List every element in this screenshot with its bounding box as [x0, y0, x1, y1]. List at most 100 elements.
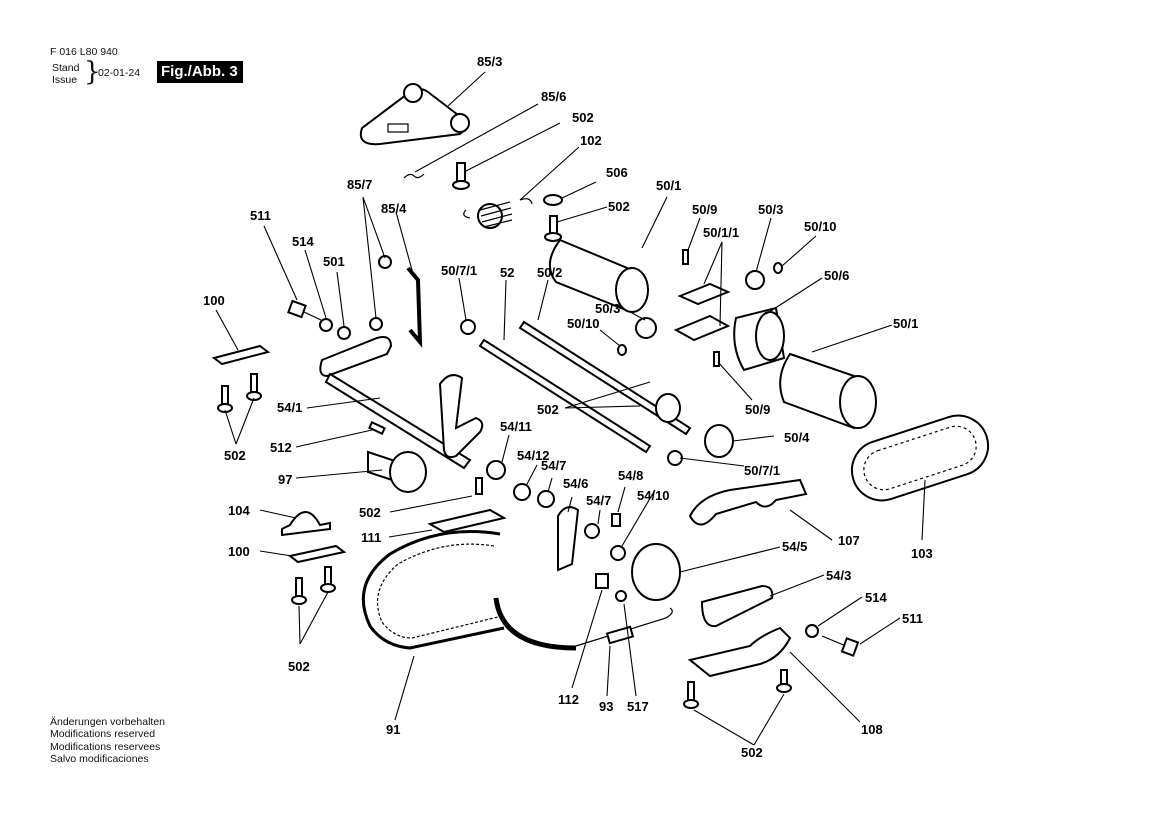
part-bevel-gear: [635, 317, 657, 339]
part-knob: [367, 450, 427, 493]
part-screw-pair: [683, 669, 792, 709]
callout-50-9: 50/9: [692, 202, 717, 217]
part-washer: [584, 523, 600, 539]
part-toothed-belt: [850, 414, 990, 502]
stand-label: Stand: [52, 62, 80, 74]
document-code: F 016 L80 940: [50, 46, 118, 58]
callout-85-7: 85/7: [347, 177, 372, 192]
callout-502: 502: [224, 448, 246, 463]
callout-91: 91: [386, 722, 400, 737]
part-shaft-assembly: [319, 336, 484, 470]
part-rod: [518, 320, 692, 436]
part-pin: [611, 513, 621, 527]
note-es: Salvo modificaciones: [50, 752, 149, 765]
callout-514: 514: [865, 590, 887, 605]
part-screw: [475, 477, 483, 495]
stand-issue-label: Stand Issue: [52, 62, 79, 86]
callout-93: 93: [599, 699, 613, 714]
part-washer: [610, 545, 626, 561]
part-screw: [713, 351, 720, 367]
part-flange-hub: [655, 393, 681, 423]
callout-50-1-1: 50/1/1: [703, 225, 739, 240]
part-bushing: [486, 460, 506, 480]
callout-50-1: 50/1: [656, 178, 681, 193]
callout-54-8: 54/8: [618, 468, 643, 483]
leader-lines: [215, 71, 926, 746]
part-clamp-plate: [287, 544, 347, 564]
callout-502: 502: [288, 659, 310, 674]
part-sleeve-small: [595, 573, 609, 589]
callout-54-3: 54/3: [826, 568, 851, 583]
part-washer: [537, 490, 555, 508]
note-en: Modifications reserved: [50, 728, 156, 741]
callout-85-6: 85/6: [541, 89, 566, 104]
callout-54-6: 54/6: [563, 476, 588, 491]
part-washer: [337, 326, 351, 340]
figure-badge: Fig./Abb. 3: [157, 61, 243, 83]
callout-54-11: 54/11: [500, 419, 532, 434]
part-bowden-cable: [493, 597, 673, 651]
part-pulley: [631, 543, 681, 601]
callout-50-4: 50/4: [784, 430, 810, 445]
callout-511: 511: [902, 611, 923, 626]
callout-502: 502: [537, 402, 559, 417]
part-star-washer: [378, 255, 392, 269]
callout-502: 502: [359, 505, 381, 520]
callout-100: 100: [228, 544, 250, 559]
part-clip: [403, 173, 425, 179]
callout-103: 103: [911, 546, 933, 561]
part-roller: [779, 352, 877, 430]
callout-111: 111: [361, 530, 381, 545]
callout-112: 112: [558, 692, 579, 707]
note-fr: Modifications reservees: [50, 740, 161, 753]
callout-50-9: 50/9: [745, 402, 770, 417]
part-spring: [463, 198, 533, 229]
callout-502: 502: [741, 745, 763, 760]
part-spring-plate: [427, 508, 507, 534]
callout-50-7-1: 50/7/1: [744, 463, 780, 478]
part-washer: [513, 483, 531, 501]
part-cable-clamp: [281, 511, 331, 537]
part-washer: [615, 590, 627, 602]
part-washer: [805, 624, 819, 638]
callout-517: 517: [627, 699, 649, 714]
callout-104: 104: [228, 503, 250, 518]
callout-50-3: 50/3: [595, 301, 620, 316]
callout-102: 102: [580, 133, 602, 148]
part-washer: [319, 318, 333, 332]
issue-label: Issue: [52, 74, 78, 86]
callout-50-6: 50/6: [824, 268, 849, 283]
callout-97: 97: [278, 472, 292, 487]
part-screw: [682, 249, 689, 265]
callout-85-4: 85/4: [381, 201, 407, 216]
part-star-washer: [369, 317, 383, 331]
part-drive-belt: [361, 530, 505, 650]
callout-50-1: 50/1: [893, 316, 918, 331]
part-pin: [368, 420, 386, 436]
part-retaining-clip: [773, 262, 783, 274]
callout-50-10: 50/10: [567, 316, 600, 331]
issue-date: 02-01-24: [98, 67, 141, 79]
callout-54-7: 54/7: [586, 493, 611, 508]
callout-512: 512: [270, 440, 292, 455]
callout-50-2: 50/2: [537, 265, 562, 280]
callout-501: 501: [323, 254, 345, 269]
part-bush: [667, 450, 683, 466]
part-lever-plate: [359, 83, 470, 146]
part-screw: [544, 215, 562, 242]
callout-107: 107: [838, 533, 860, 548]
part-guard: [688, 478, 808, 526]
part-lever: [557, 506, 580, 572]
brace-glyph: }: [84, 57, 101, 87]
part-screw: [452, 162, 470, 190]
part-lower-guard: [687, 626, 792, 678]
part-bevel-gear: [745, 270, 765, 290]
callout-54-12: 54/12: [517, 448, 550, 463]
part-bush: [460, 319, 476, 335]
part-bracket: [673, 314, 731, 342]
part-sleeve: [733, 306, 786, 372]
part-washer: [543, 194, 563, 206]
callout-85-3: 85/3: [477, 54, 502, 69]
callout-108: 108: [861, 722, 883, 737]
